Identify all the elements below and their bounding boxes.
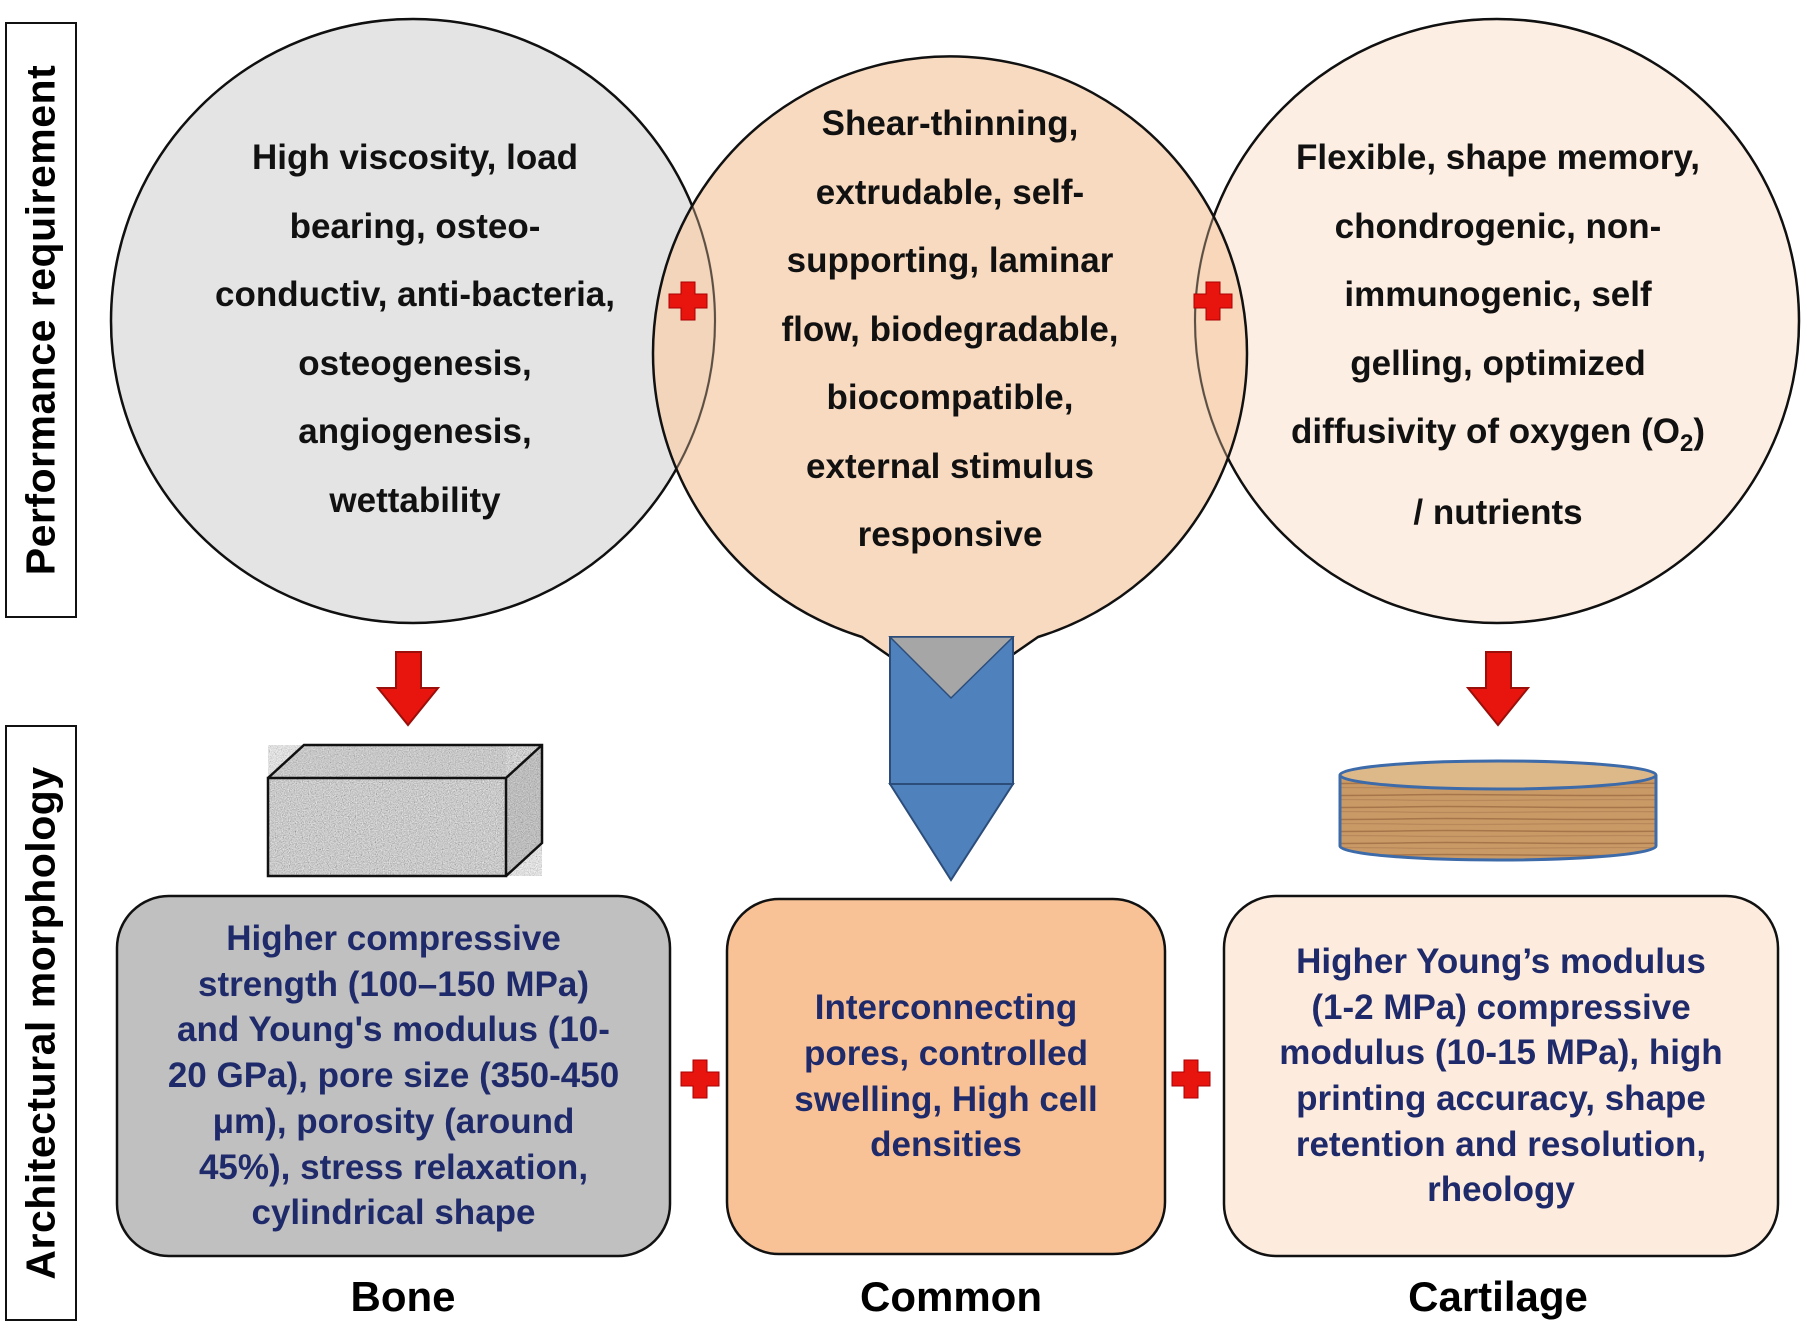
cartilage-requirement-text: Flexible, shape memory, chondrogenic, no…	[1250, 124, 1746, 547]
text-line: retention and resolution,	[1295, 1124, 1707, 1164]
text-line: diffusivity of oxygen (O2)	[1250, 398, 1746, 479]
text-line: Higher Young’s modulus	[1296, 941, 1706, 981]
text-line: 45%), stress relaxation,	[198, 1147, 589, 1187]
text-line: immunogenic, self	[1344, 275, 1652, 314]
text-line: rheology	[1427, 1170, 1575, 1210]
text-line: gelling, optimized	[1350, 343, 1646, 383]
cartilage-morphology-text: Higher Young’s modulus (1-2 MPa) compres…	[1232, 904, 1770, 1248]
bone-morphology-box	[115, 894, 672, 1258]
common-requirement-text: Shear-thinning, extrudable, self- suppor…	[715, 90, 1185, 570]
text-line: Higher compressive	[226, 919, 561, 959]
text-line: (1-2 MPa) compressive	[1311, 987, 1691, 1027]
column-label-common: Common	[860, 1273, 1042, 1320]
text-line: angiogenesis,	[298, 412, 532, 451]
bone-requirement-text: High viscosity, load bearing, osteo- con…	[180, 124, 650, 535]
plus-icon	[680, 1059, 720, 1099]
side-label-morphology: Architectural morphology	[5, 725, 77, 1321]
plus-icon	[668, 281, 708, 321]
text-line: and Young's modulus (10-	[177, 1010, 610, 1050]
common-morphology-text: Interconnecting pores, controlled swelli…	[735, 907, 1157, 1246]
side-label-morphology-text: Architectural morphology	[17, 766, 64, 1280]
text-fragment: )	[1693, 412, 1705, 451]
text-fragment: diffusivity of oxygen (O	[1291, 412, 1680, 451]
speckled-block-icon	[266, 743, 544, 878]
cartilage-morphology-box	[1222, 894, 1780, 1258]
text-line: wettability	[329, 480, 501, 520]
bone-morphology-text: Higher compressive strength (100–150 MPa…	[125, 904, 662, 1248]
text-line: cylindrical shape	[251, 1193, 536, 1233]
plus-icon	[1171, 1059, 1211, 1099]
down-arrow-icon	[1465, 651, 1531, 727]
text-line: Interconnecting	[814, 988, 1078, 1028]
common-morphology-box	[725, 897, 1167, 1256]
text-line: High viscosity, load	[251, 138, 579, 177]
text-line: conductiv, anti-bacteria,	[215, 275, 615, 314]
subscript: 2	[1679, 430, 1694, 457]
side-label-performance-text: Performance requirement	[17, 64, 64, 576]
text-line: external stimulus	[806, 446, 1094, 486]
text-line: Flexible, shape memory,	[1296, 138, 1700, 177]
plus-icon	[1193, 281, 1233, 321]
print-nozzle-icon	[888, 636, 1015, 882]
text-line: supporting, laminar	[786, 241, 1114, 280]
text-line: swelling, High cell	[794, 1079, 1098, 1119]
text-line: 20 GPa), pore size (350-450	[167, 1056, 620, 1096]
down-arrow-icon	[375, 651, 441, 727]
text-line: densities	[870, 1125, 1022, 1165]
text-line: Shear-thinning,	[821, 104, 1079, 143]
text-line: extrudable, self-	[815, 172, 1085, 212]
text-line: / nutrients	[1413, 492, 1583, 532]
text-line: printing accuracy, shape	[1296, 1079, 1706, 1118]
side-label-performance: Performance requirement	[5, 22, 77, 618]
text-line: bearing, osteo-	[289, 206, 541, 246]
text-line: biocompatible,	[826, 378, 1074, 417]
text-line: pores, controlled	[804, 1033, 1088, 1073]
text-line: strength (100–150 MPa)	[198, 964, 589, 1004]
common-requirement-drop	[651, 55, 1249, 700]
text-line: μm), porosity (around	[212, 1101, 575, 1141]
text-line: responsive	[857, 515, 1043, 554]
column-label-bone: Bone	[350, 1273, 456, 1320]
text-line: osteogenesis,	[298, 343, 532, 383]
text-line: chondrogenic, non-	[1334, 206, 1662, 246]
text-line: flow, biodegradable,	[781, 309, 1119, 349]
wood-disc-icon	[1338, 759, 1658, 862]
column-label-cartilage: Cartilage	[1408, 1273, 1588, 1320]
text-line: modulus (10-15 MPa), high	[1279, 1033, 1723, 1073]
